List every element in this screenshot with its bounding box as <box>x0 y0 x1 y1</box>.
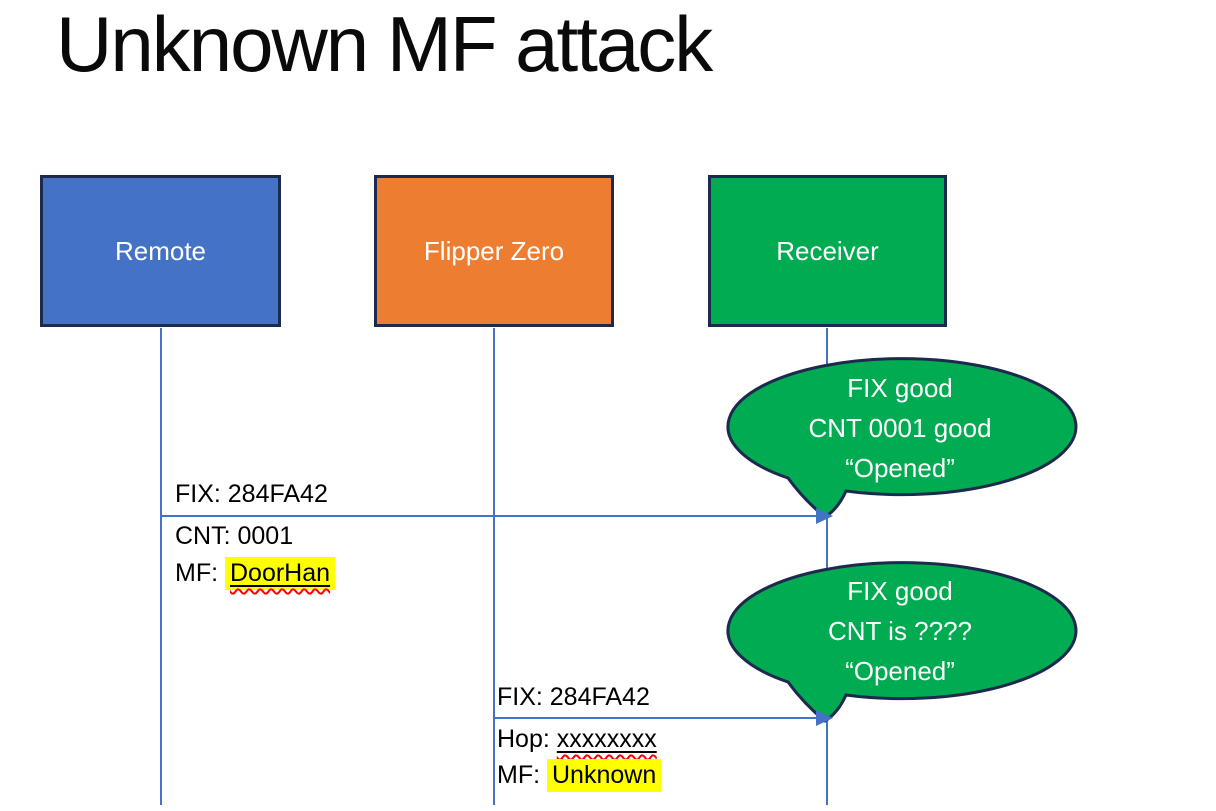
callout-bubble-1 <box>726 357 1078 519</box>
slide-title: Unknown MF attack <box>56 0 713 88</box>
callout-line: CNT 0001 good <box>808 413 992 443</box>
message-line-prefix: Hop: <box>497 725 557 753</box>
actor-label: Flipper Zero <box>423 235 565 266</box>
actor-box-receiver: Receiver <box>708 175 947 327</box>
callout-1-text: FIX good CNT 0001 good “Opened” <box>725 368 1075 488</box>
misspelled-word: xxxxxxxx <box>556 725 657 753</box>
highlighted-value: Unknown <box>547 759 662 792</box>
callout-bubble-2 <box>726 561 1078 723</box>
message-line: CNT: 0001 <box>175 522 294 550</box>
callout-line: FIX good <box>847 576 953 606</box>
actor-label: Remote <box>114 235 207 266</box>
underlined-value: xxxxxxxx <box>557 725 657 753</box>
actor-label: Receiver <box>776 235 879 266</box>
misspelled-word: DoorHan <box>230 559 331 587</box>
actor-box-flipper-zero: Flipper Zero <box>374 175 614 327</box>
message-line: FIX: 284FA42 <box>497 683 650 711</box>
message-line-prefix: MF: <box>497 761 547 789</box>
callout-line: CNT is ???? <box>827 616 973 646</box>
callout-line: “Opened” <box>845 453 955 483</box>
callout-line: FIX good <box>847 373 953 403</box>
arrowhead-icon <box>816 508 833 524</box>
message-line-prefix: MF: <box>175 559 225 587</box>
callout-2-text: FIX good CNT is ???? “Opened” <box>725 571 1075 691</box>
message-line: FIX: 284FA42 <box>175 480 328 508</box>
actor-box-remote: Remote <box>40 175 281 327</box>
callout-line: “Opened” <box>845 656 955 686</box>
highlighted-value: DoorHan <box>225 557 336 590</box>
message-line: MF: Unknown <box>497 759 662 792</box>
arrowhead-icon <box>816 710 833 726</box>
message-line: MF: DoorHan <box>175 557 336 590</box>
message-line: Hop: xxxxxxxx <box>497 724 657 754</box>
